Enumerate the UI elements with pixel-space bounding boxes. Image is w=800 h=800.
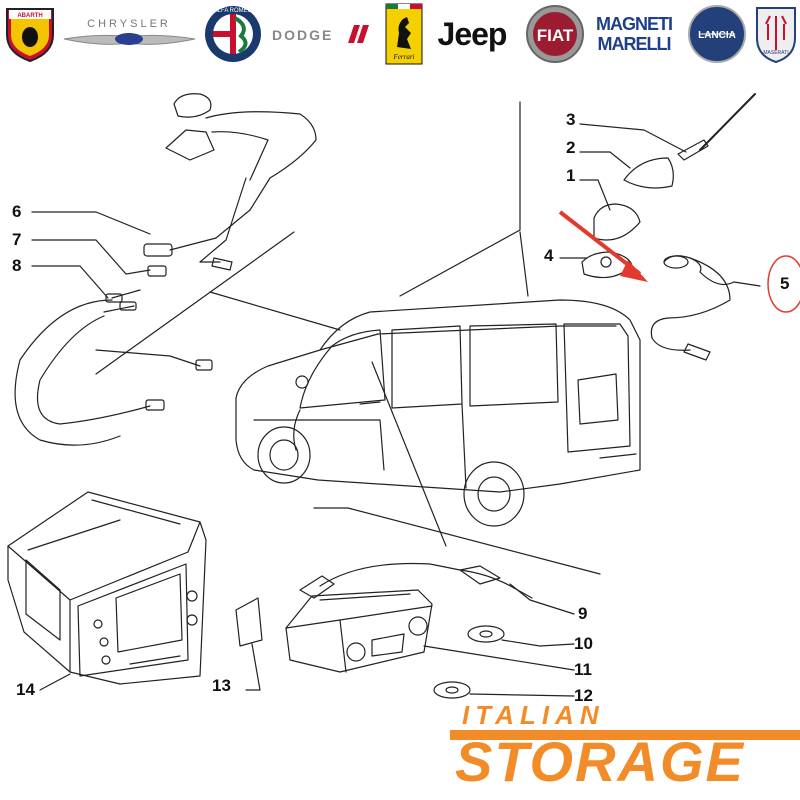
radio-unit-11 (285, 575, 433, 673)
watermark-line1: ITALIAN (462, 700, 605, 730)
callout-5: 5 (780, 274, 790, 293)
watermark-band (450, 730, 800, 740)
dodge-logo: DODGE (270, 6, 374, 62)
card-13 (235, 597, 263, 647)
brand-logo-bar: ABARTH CHRYSLER ALFA ROMEO DODGE (0, 0, 800, 72)
fiat-logo-text: FIAT (537, 26, 574, 45)
head-unit-14 (7, 491, 207, 691)
callout-7: 7 (12, 230, 22, 249)
callout-11: 11 (574, 660, 592, 679)
parts-diagram (7, 93, 800, 699)
callout-1: 1 (566, 166, 576, 185)
callout-2: 2 (566, 138, 576, 157)
callout-10: 10 (574, 634, 593, 653)
alfa-romeo-logo-text: ALFA ROMEO (214, 8, 253, 14)
maserati-logo-text: MASERATI (763, 50, 788, 56)
lancia-logo: LANCIA (686, 5, 748, 63)
fiat-logo: FIAT (524, 5, 586, 63)
ferrari-logo-text: Ferrari (393, 53, 415, 61)
callout-6: 6 (12, 202, 22, 221)
alfa-romeo-logo: ALFA ROMEO (202, 6, 264, 62)
jeep-logo-text: Jeep (437, 15, 508, 52)
lancia-logo-text: LANCIA (698, 30, 736, 41)
chrysler-logo: CHRYSLER (62, 6, 197, 62)
callout-3: 3 (566, 110, 576, 129)
abarth-logo: ABARTH (2, 6, 58, 63)
watermark-line2: STORAGE (455, 730, 745, 793)
abarth-logo-text: ABARTH (17, 13, 42, 19)
callout-9: 9 (578, 604, 588, 623)
callout-4: 4 (544, 246, 554, 265)
magneti-marelli-logo: MAGNETI MARELLI (588, 6, 680, 62)
maserati-logo: MASERATI (752, 6, 800, 64)
chrysler-logo-text: CHRYSLER (87, 18, 171, 30)
highlight-circle (767, 255, 800, 313)
dodge-logo-text: DODGE (272, 27, 333, 43)
highlight-arrowhead (620, 260, 648, 282)
van-illustration (235, 299, 641, 527)
ferrari-logo: Ferrari (384, 3, 424, 65)
magneti-marelli-logo-text: MAGNETI MARELLI (596, 14, 673, 54)
callout-8: 8 (12, 256, 22, 275)
callout-12: 12 (574, 686, 593, 705)
callout-13: 13 (212, 676, 231, 695)
jeep-logo: Jeep (428, 6, 516, 62)
callout-14: 14 (16, 680, 35, 699)
